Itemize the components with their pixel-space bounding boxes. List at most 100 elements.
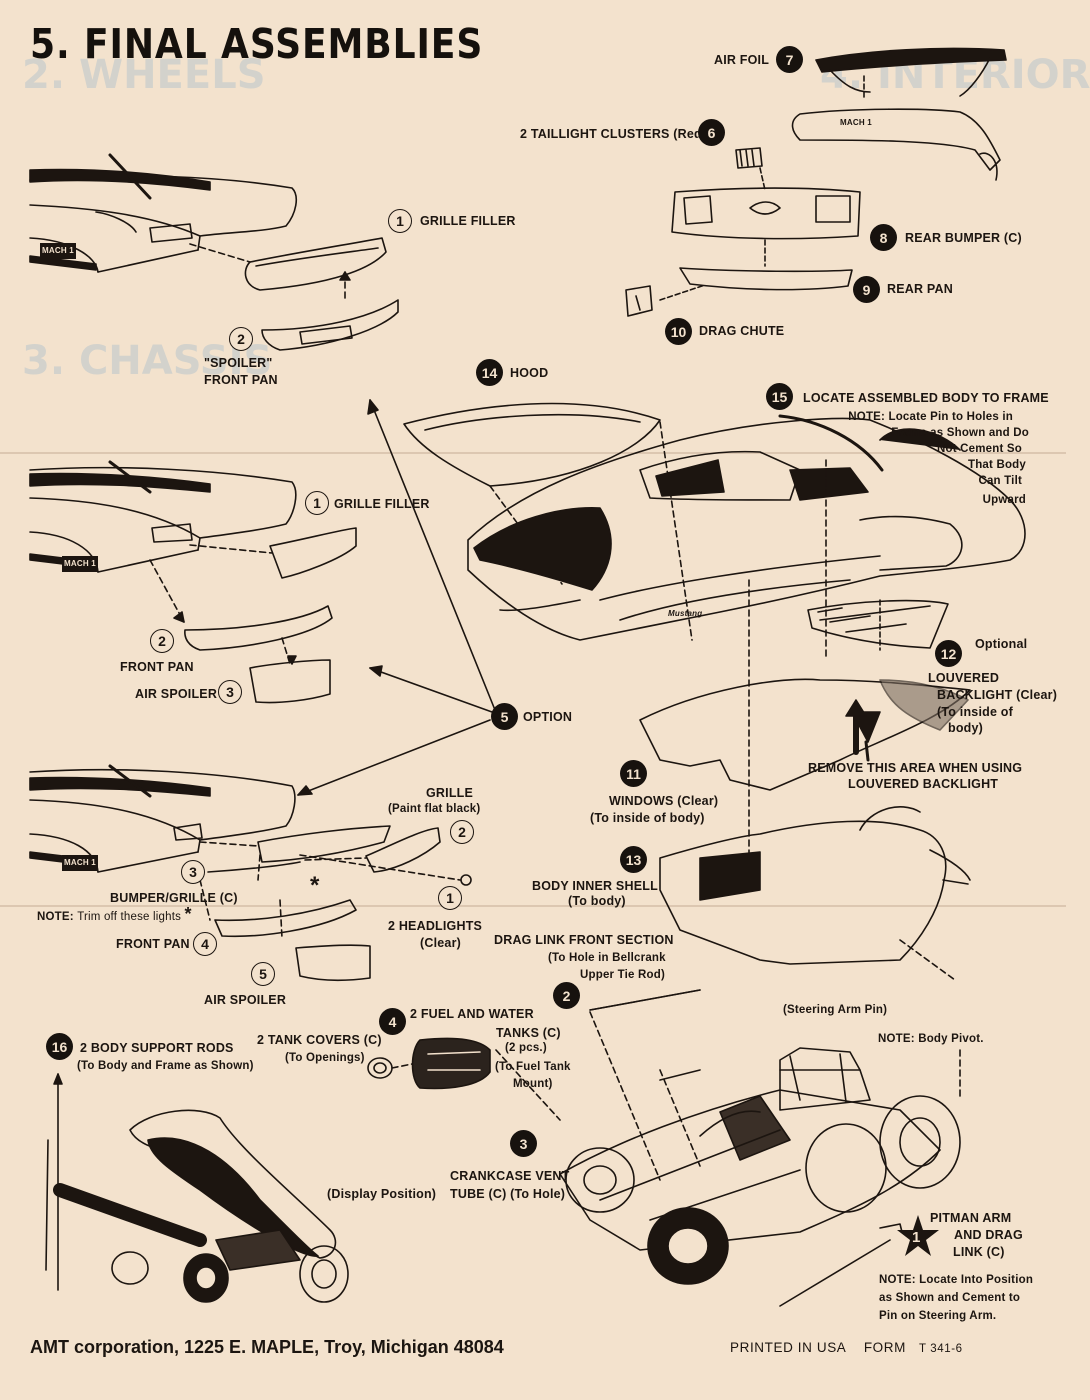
- step-badge-rear-pan: 9: [853, 276, 880, 303]
- label-windows-1: WINDOWS (Clear): [609, 794, 719, 808]
- label-grille: GRILLE: [426, 786, 474, 800]
- step-badge-air-foil: 7: [776, 46, 803, 73]
- trim-star-mark: *: [184, 904, 192, 924]
- body-badge-mid: MACH 1: [62, 556, 98, 572]
- footer-form-number: T 341-6: [919, 1343, 963, 1355]
- label-headlights: 2 HEADLIGHTS: [388, 919, 483, 933]
- label-grille-note: (Paint flat black): [388, 803, 481, 815]
- chassis-drawing: [559, 989, 961, 1285]
- label-locate-body: LOCATE ASSEMBLED BODY TO FRAME: [803, 391, 1049, 405]
- label-rear-pan: REAR PAN: [887, 282, 953, 296]
- step-badge-rear-bumper: 8: [870, 224, 897, 251]
- label-pitman-2: AND DRAG: [954, 1228, 1023, 1242]
- note-trim-text: Trim off these lights: [77, 911, 182, 923]
- step-badge-louvered-backlight: 12: [935, 640, 962, 667]
- note-body-pivot-key: NOTE:: [878, 1033, 915, 1045]
- step-badge-taillight-clusters: 6: [698, 119, 725, 146]
- label-optional: Optional: [975, 637, 1028, 651]
- label-air-spoiler-mid: AIR SPOILER: [135, 687, 218, 701]
- step-badge-drag-chute: 10: [665, 318, 692, 345]
- footer-company: AMT corporation, 1225 E. MAPLE, Troy, Mi…: [30, 1337, 504, 1358]
- label-drag-link-3: Upper Tie Rod): [580, 969, 666, 981]
- step-badge-spoiler-front-pan: 2: [229, 327, 253, 351]
- note-locate-1: NOTE: Locate Pin to Holes in: [848, 411, 1013, 423]
- step-badge-front-pan-bot: 4: [193, 932, 217, 956]
- note-pitman-3: Pin on Steering Arm.: [879, 1310, 997, 1322]
- instruction-sheet: 2. WHEELS 3. CHASSIS 4. INTERIOR: [0, 20, 1090, 1358]
- label-tanks-3: (To Fuel Tank: [495, 1061, 571, 1073]
- label-bumper-grille: BUMPER/GRILLE (C): [110, 891, 238, 905]
- note-locate-3: Not Cement So: [936, 443, 1022, 455]
- label-drag-chute: DRAG CHUTE: [699, 324, 785, 338]
- trim-star-callout: *: [310, 872, 320, 899]
- label-crankcase-2: TUBE (C) (To Hole): [450, 1187, 566, 1201]
- label-tanks-2: (2 pcs.): [505, 1042, 547, 1054]
- label-tanks-4: Mount): [513, 1078, 553, 1090]
- label-air-foil: AIR FOIL: [714, 53, 770, 67]
- label-spoiler-line1: "SPOILER": [204, 356, 273, 370]
- label-taillight-clusters: 2 TAILLIGHT CLUSTERS (Red): [520, 127, 707, 141]
- label-louvered-3: (To inside of: [937, 705, 1013, 719]
- label-tank-covers-2: (To Openings): [285, 1052, 365, 1064]
- step-badge-air-spoiler-bot: 5: [251, 962, 275, 986]
- label-pitman-1: PITMAN ARM: [930, 1211, 1012, 1225]
- label-rear-bumper: REAR BUMPER (C): [905, 231, 1022, 245]
- display-position-drawing: [53, 1109, 349, 1303]
- label-pitman-3: LINK (C): [953, 1245, 1005, 1259]
- label-body-inner-shell-2: (To body): [568, 894, 626, 908]
- label-louvered-2: BACKLIGHT (Clear): [937, 688, 1058, 702]
- label-drag-link-1: DRAG LINK FRONT SECTION: [494, 933, 674, 947]
- fold-line-upper: [0, 452, 1066, 454]
- label-front-pan-bot: FRONT PAN: [116, 937, 190, 951]
- note-body-pivot-text: Body Pivot.: [918, 1033, 984, 1045]
- note-trim-lights: NOTE: Trim off these lights *: [37, 904, 192, 925]
- note-pitman-2: as Shown and Cement to: [879, 1292, 1021, 1304]
- label-grille-filler-mid: GRILLE FILLER: [334, 497, 430, 511]
- step-badge-front-pan-mid: 2: [150, 629, 174, 653]
- label-tank-covers-1: 2 TANK COVERS (C): [257, 1033, 382, 1047]
- step-badge-headlights: 1: [438, 886, 462, 910]
- footer-printed: PRINTED IN USA: [730, 1340, 847, 1355]
- label-tanks-1: TANKS (C): [496, 1026, 561, 1040]
- step-badge-hood: 14: [476, 359, 503, 386]
- step-badge-grille-filler-mid: 1: [305, 491, 329, 515]
- note-locate-2: Frame as Shown and Do: [891, 427, 1029, 439]
- step-badge-fuel-water: 4: [379, 1008, 406, 1035]
- label-body-inner-shell-1: BODY INNER SHELL: [532, 879, 658, 893]
- label-louvered-1: LOUVERED: [928, 671, 1000, 685]
- footer-address: 1225 E. MAPLE, Troy, Michigan 48084: [184, 1337, 504, 1357]
- step-badge-grille-filler-top: 1: [388, 209, 412, 233]
- step-badge-bumper-grille: 3: [181, 860, 205, 884]
- step-badge-locate-body: 15: [766, 383, 793, 410]
- step-badge-grille: 2: [450, 820, 474, 844]
- page-title: 5. FINAL ASSEMBLIES: [30, 20, 484, 68]
- label-front-pan-mid: FRONT PAN: [120, 660, 194, 674]
- label-drag-link-2: (To Hole in Bellcrank: [548, 952, 666, 964]
- step-badge-body-support: 16: [46, 1033, 73, 1060]
- label-louvered-4: body): [948, 721, 984, 735]
- label-hood: HOOD: [510, 366, 549, 380]
- step-badge-option: 5: [491, 703, 518, 730]
- door-badge: Mustang: [668, 609, 703, 618]
- body-badge-top: MACH 1: [40, 243, 76, 259]
- car-body-drawing: [467, 414, 1026, 641]
- footer-form: FORM: [863, 1340, 906, 1355]
- note-locate-4: That Body: [967, 459, 1026, 471]
- step-badge-windows: 11: [620, 760, 647, 787]
- label-remove-area-1: REMOVE THIS AREA WHEN USING: [808, 761, 1023, 775]
- footer-print-info: PRINTED IN USA FORM T 341-6: [730, 1340, 963, 1355]
- step-badge-body-inner-shell: 13: [620, 846, 647, 873]
- note-locate-6: Upward: [982, 494, 1026, 506]
- label-option: OPTION: [523, 710, 573, 724]
- footer-company-name: AMT corporation,: [30, 1337, 179, 1357]
- note-pitman-1: NOTE: Locate Into Position: [879, 1274, 1034, 1286]
- step-badge-crankcase: 3: [510, 1130, 537, 1157]
- pitman-arm-star-icon: [897, 1215, 939, 1256]
- step-badge-pitman: 1: [912, 1229, 921, 1246]
- label-body-support-1: 2 BODY SUPPORT RODS: [80, 1041, 234, 1055]
- label-fuel-water: 2 FUEL AND WATER: [410, 1007, 534, 1021]
- ghost-heading-wheels: 2. WHEELS: [22, 52, 266, 98]
- label-spoiler-line2: FRONT PAN: [204, 373, 278, 387]
- note-locate-5: Can Tilt: [978, 475, 1022, 487]
- label-body-support-2: (To Body and Frame as Shown): [77, 1060, 254, 1072]
